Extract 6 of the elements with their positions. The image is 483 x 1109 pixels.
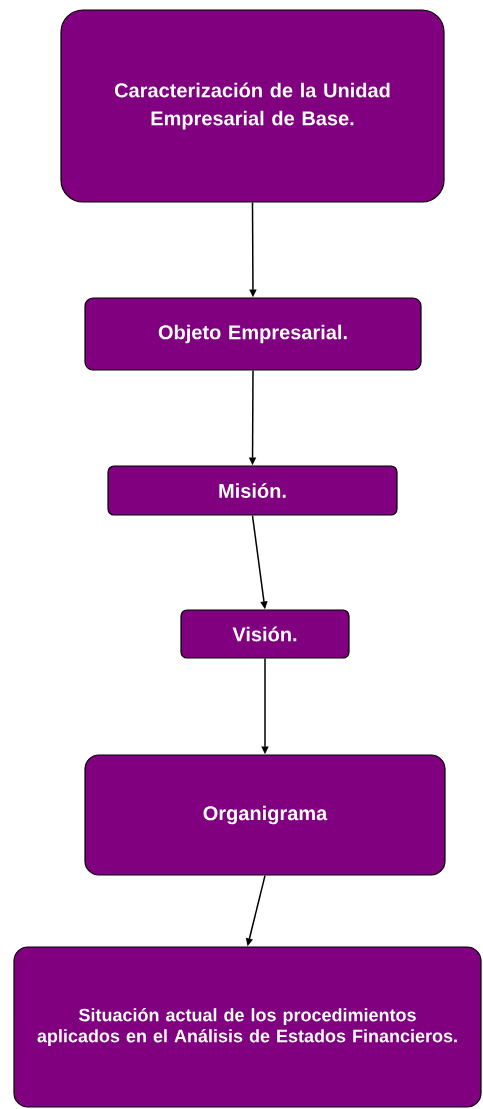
process-box: Visión. [180, 609, 350, 659]
process-box: Organigrama [84, 754, 446, 876]
process-box: Objeto Empresarial. [84, 297, 422, 371]
process-box: Caracterización de la Unidad Empresarial de Base. [60, 9, 445, 203]
process-box: Situación actual de los procedimientos aplicados en el Análisis de Estados Financieros. [13, 946, 482, 1108]
process-box: Misión. [107, 465, 398, 516]
